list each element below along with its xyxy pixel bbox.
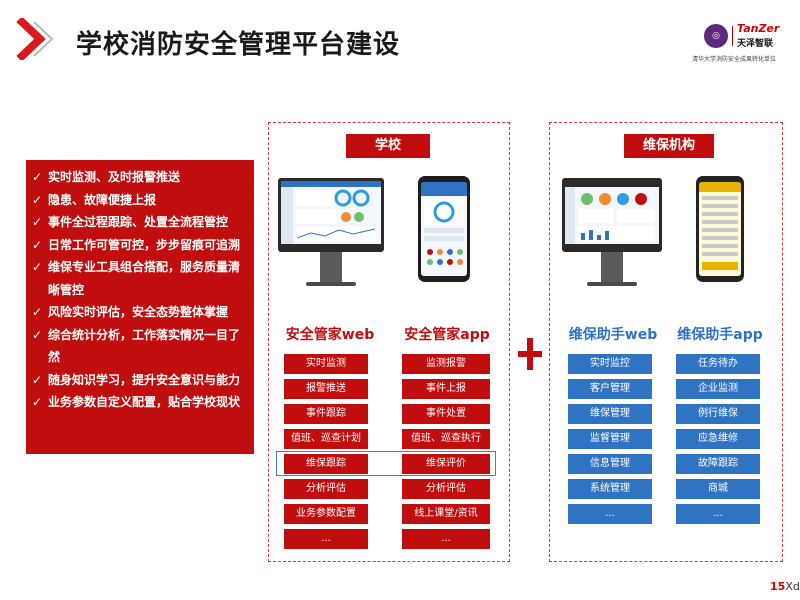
- maint-app-item-routine-maintenance[interactable]: 例行维保: [676, 404, 760, 424]
- feature-item: ✓实时监测、及时报警推送: [30, 166, 250, 189]
- maint-web-item-more[interactable]: ...: [568, 504, 652, 524]
- app-column-title: 安全管家app: [404, 327, 490, 343]
- web-dashboard-screenshot: [281, 181, 381, 244]
- page-number: 15Xd: [770, 580, 800, 593]
- maint-app-item-enterprise-monitor[interactable]: 企业监测: [676, 379, 760, 399]
- maint-web-item-system[interactable]: 系统管理: [568, 479, 652, 499]
- university-seal-icon: ◎: [704, 24, 728, 48]
- web-item-analysis[interactable]: 分析评估: [284, 479, 368, 499]
- web-monitor-mockup: [562, 178, 662, 252]
- feature-item: ✓风险实时评估，安全态势整体掌握: [30, 301, 250, 324]
- feature-item: ✓隐患、故障便捷上报: [30, 189, 250, 212]
- school-panel: [268, 122, 510, 562]
- app-item-analysis[interactable]: 分析评估: [402, 479, 490, 499]
- page-number-suffix: Xd: [785, 580, 800, 593]
- app-phone-mockup: [696, 176, 744, 282]
- monitor-stand: [601, 252, 623, 282]
- check-icon: ✓: [32, 372, 43, 387]
- app-item-more[interactable]: ...: [402, 529, 490, 549]
- feature-list: ✓实时监测、及时报警推送 ✓隐患、故障便捷上报 ✓事件全过程跟踪、处置全流程管控…: [26, 160, 254, 414]
- maint-web-item-information[interactable]: 信息管理: [568, 454, 652, 474]
- maint-app-item-more[interactable]: ...: [676, 504, 760, 524]
- maint-app-item-fault-tracking[interactable]: 故障跟踪: [676, 454, 760, 474]
- app-item-duty-patrol-exec[interactable]: 值班、巡查执行: [402, 429, 490, 449]
- app-item-event-report[interactable]: 事件上报: [402, 379, 490, 399]
- web-item-maintenance-tracking[interactable]: 维保跟踪: [284, 454, 368, 474]
- highlighted-row-outline: [276, 451, 496, 476]
- check-icon: ✓: [32, 305, 43, 319]
- app-screenshot: [699, 182, 741, 276]
- feature-item: ✓事件全过程跟踪、处置全流程管控: [30, 211, 250, 234]
- app-screenshot: [421, 182, 467, 276]
- logo-subtitle: 清华大学消防安全成果转化单位: [692, 56, 777, 63]
- web-item-duty-patrol-plan[interactable]: 值班、巡查计划: [284, 429, 368, 449]
- maint-app-item-tasks[interactable]: 任务待办: [676, 354, 760, 374]
- web-column-title: 安全管家web: [285, 327, 375, 343]
- check-icon: ✓: [32, 215, 43, 229]
- plus-icon: [518, 338, 542, 370]
- school-label: 学校: [346, 134, 430, 158]
- company-logo: ◎ TanZer 天泽智联 清华大学消防安全成果转化单位: [690, 22, 790, 74]
- page-number-value: 15: [770, 580, 786, 593]
- web-item-parameter-config[interactable]: 业务参数配置: [284, 504, 368, 524]
- maint-web-item-supervision[interactable]: 监督管理: [568, 429, 652, 449]
- app-item-online-class[interactable]: 线上课堂/资讯: [402, 504, 490, 524]
- check-icon: ✓: [32, 237, 43, 252]
- maint-app-item-emergency-repair[interactable]: 应急维修: [676, 429, 760, 449]
- logo-brand-en: TanZer: [737, 22, 780, 35]
- maint-web-item-customer[interactable]: 客户管理: [568, 379, 652, 399]
- maint-web-item-realtime-monitor[interactable]: 实时监控: [568, 354, 652, 374]
- feature-item: ✓维保专业工具组合搭配，服务质量清晰管控: [30, 256, 250, 301]
- app-phone-mockup: [418, 176, 470, 282]
- feature-item: ✓日常工作可管可控，步步留痕可追溯: [30, 234, 250, 257]
- feature-list-panel: ✓实时监测、及时报警推送 ✓隐患、故障便捷上报 ✓事件全过程跟踪、处置全流程管控…: [26, 160, 254, 454]
- feature-item: ✓综合统计分析，工作落实情况一目了然: [30, 324, 250, 369]
- maint-web-item-maintenance[interactable]: 维保管理: [568, 404, 652, 424]
- page-title: 学校消防安全管理平台建设: [76, 30, 401, 60]
- maint-web-column-title: 维保助手web: [568, 327, 658, 343]
- web-item-event-tracking[interactable]: 事件跟踪: [284, 404, 368, 424]
- maintenance-label: 维保机构: [624, 134, 714, 158]
- web-monitor-mockup: [278, 178, 384, 252]
- app-item-event-handling[interactable]: 事件处置: [402, 404, 490, 424]
- maint-app-column-title: 维保助手app: [677, 327, 763, 343]
- chevron-right-icon: [16, 18, 54, 60]
- check-icon: ✓: [32, 395, 43, 409]
- logo-brand-cn: 天泽智联: [737, 39, 774, 49]
- check-icon: ✓: [32, 260, 43, 274]
- web-item-more[interactable]: ...: [284, 529, 368, 549]
- web-dashboard-screenshot: [565, 181, 659, 244]
- maintenance-panel: [549, 122, 783, 562]
- feature-item: ✓随身知识学习，提升安全意识与能力: [30, 369, 250, 392]
- web-item-alarm-push[interactable]: 报警推送: [284, 379, 368, 399]
- check-icon: ✓: [32, 327, 43, 342]
- app-item-monitor-alarm[interactable]: 监测报警: [402, 354, 490, 374]
- monitor-base: [306, 282, 356, 286]
- check-icon: ✓: [32, 192, 43, 207]
- monitor-base: [587, 282, 637, 286]
- app-item-maintenance-evaluation[interactable]: 维保评价: [402, 454, 490, 474]
- feature-item: ✓业务参数自定义配置，贴合学校现状: [30, 391, 250, 414]
- logo-divider: [732, 26, 733, 46]
- check-icon: ✓: [32, 170, 43, 184]
- monitor-stand: [320, 252, 342, 282]
- web-item-realtime-monitor[interactable]: 实时监测: [284, 354, 368, 374]
- maint-app-item-mall[interactable]: 商城: [676, 479, 760, 499]
